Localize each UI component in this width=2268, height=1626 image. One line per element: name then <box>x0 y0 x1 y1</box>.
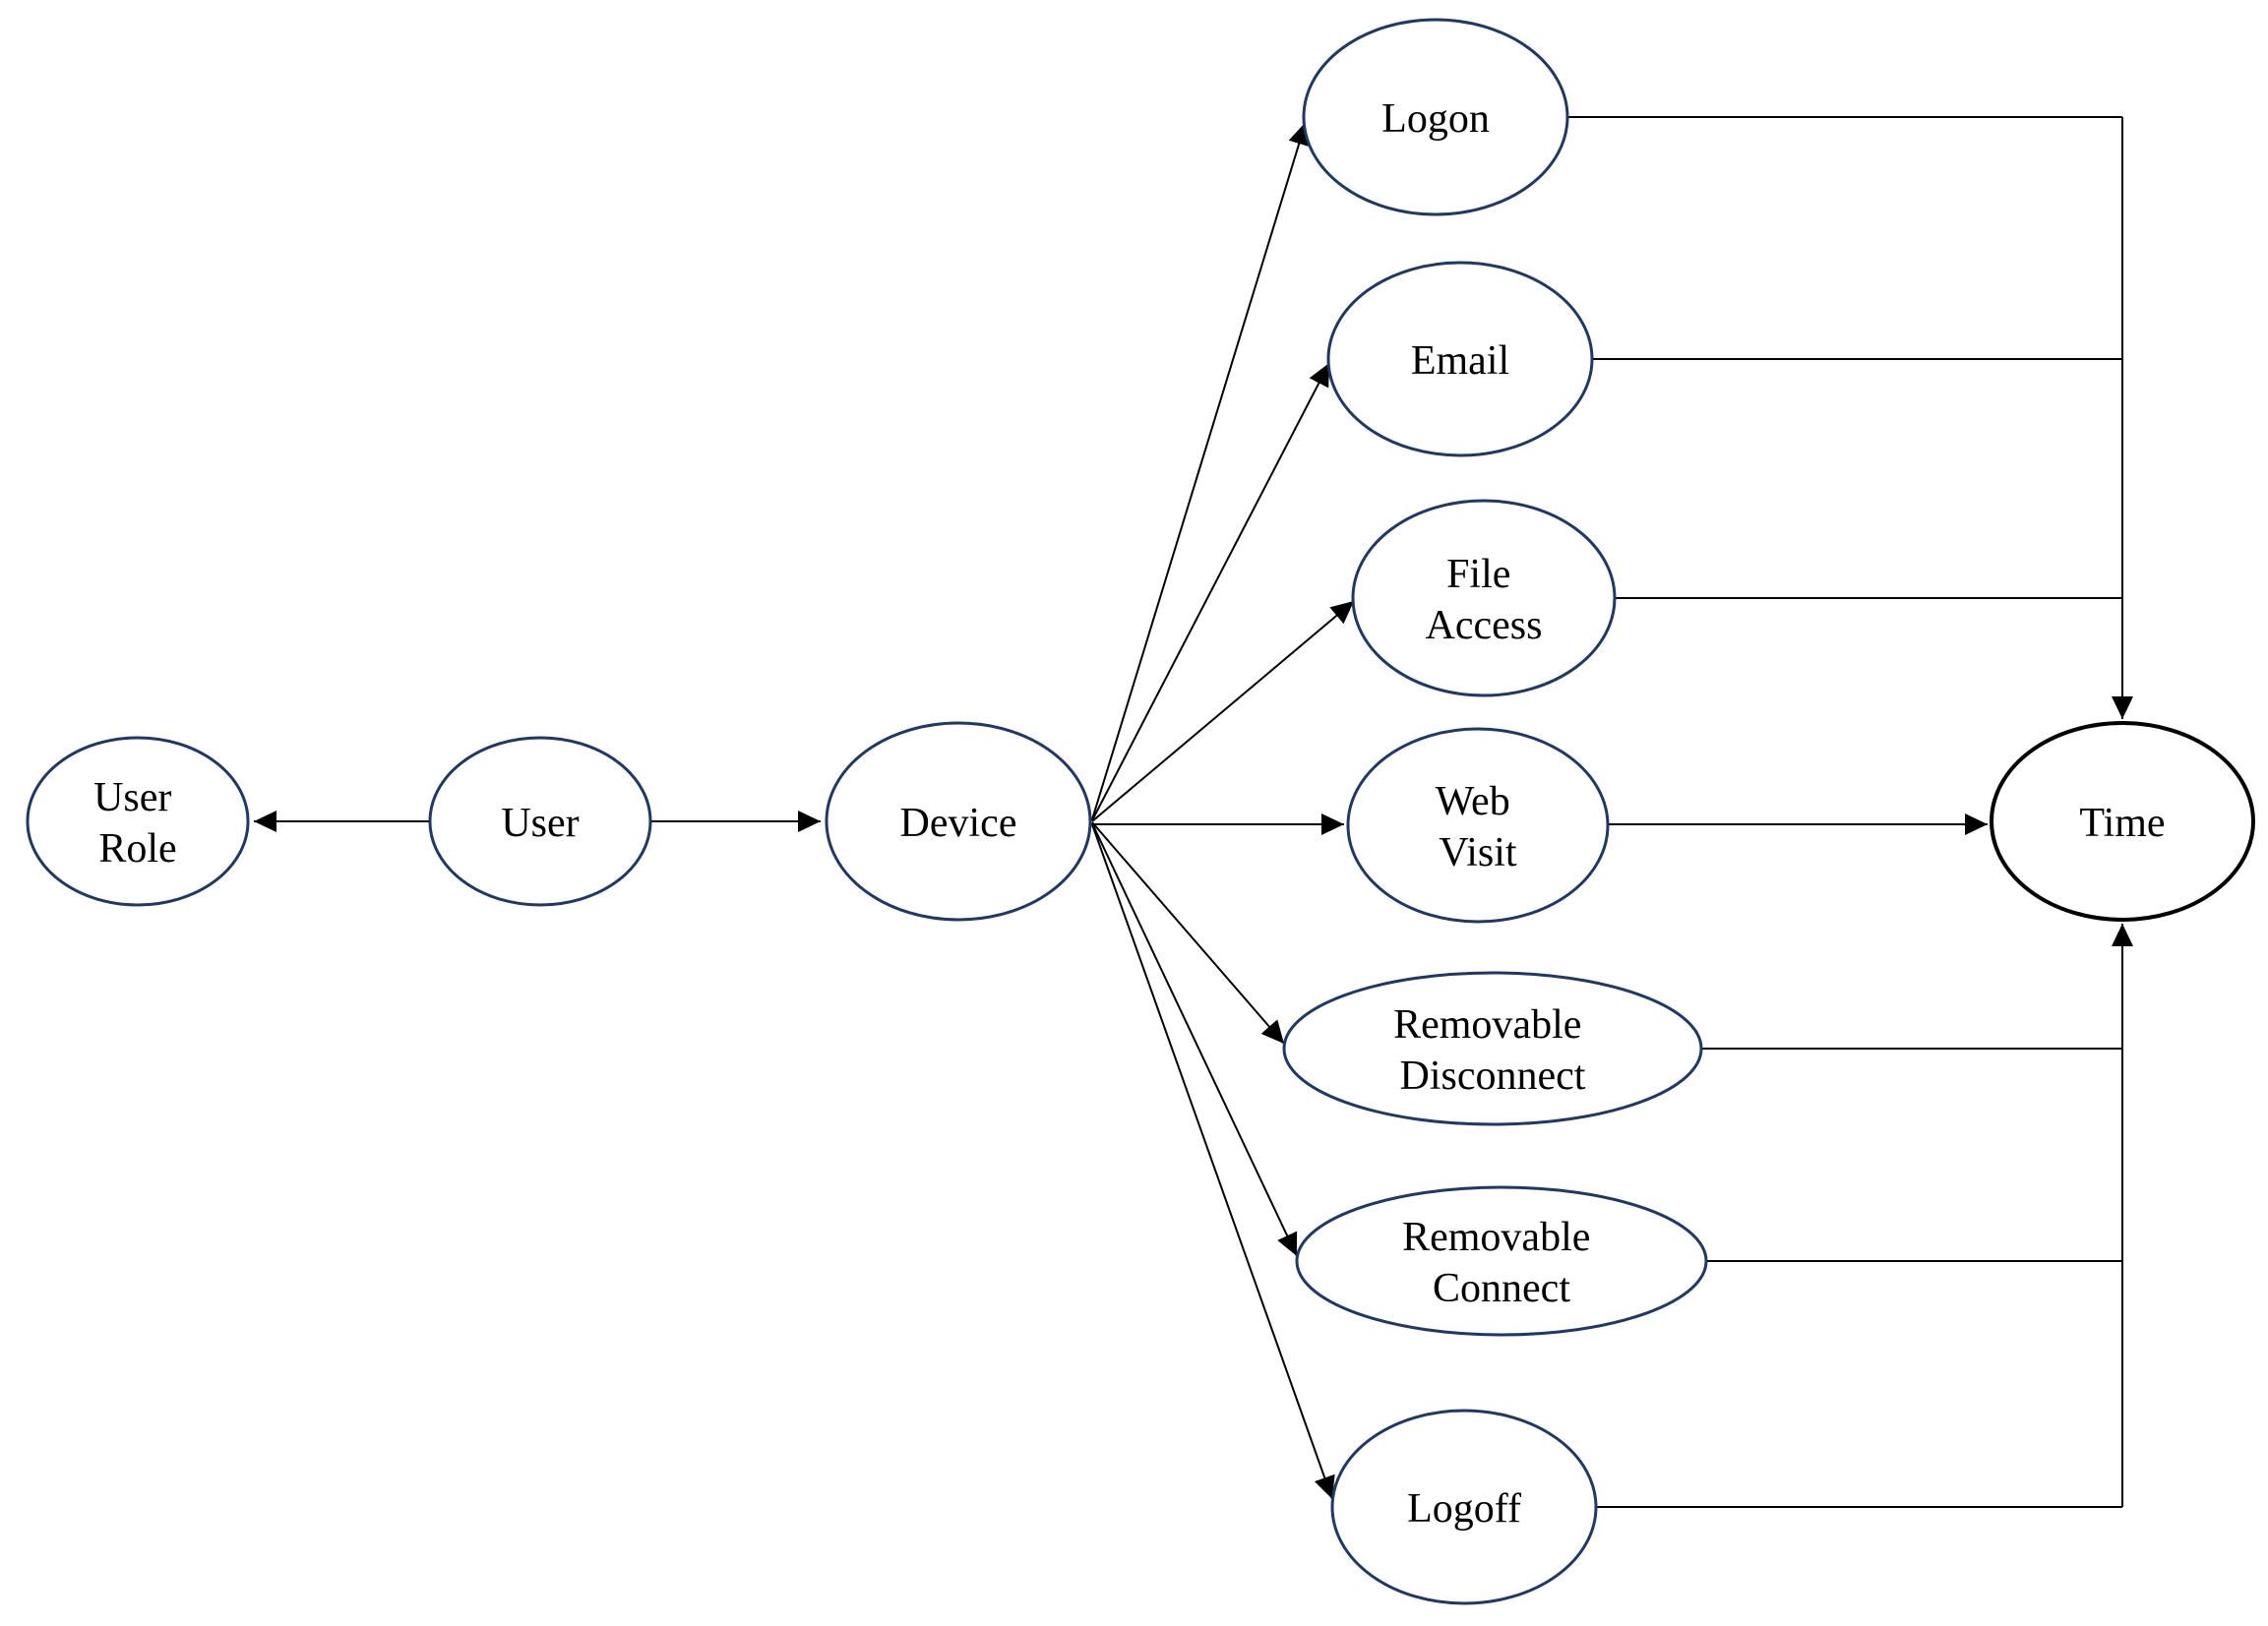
node-logoff: Logoff <box>1330 1409 1598 1605</box>
node-logon-label: Logon <box>1381 96 1490 142</box>
edge-device-to-logoff <box>1091 823 1335 1500</box>
node-logoff-label: Logoff <box>1407 1486 1521 1532</box>
node-removable-disconnect-ellipse <box>1282 971 1703 1126</box>
node-user: User <box>428 736 652 907</box>
node-file-access-label: File Access <box>1426 552 1543 648</box>
node-device-label: Device <box>900 801 1017 846</box>
node-removable-disconnect-label: Removable Disconnect <box>1393 1002 1592 1099</box>
node-time: Time <box>1990 721 2255 922</box>
node-removable-disconnect: Removable Disconnect <box>1282 971 1703 1126</box>
node-logon-ellipse <box>1302 18 1569 216</box>
node-file-access-ellipse <box>1351 499 1617 697</box>
edges <box>254 116 2133 1508</box>
edge-device-to-logon <box>1091 121 1310 820</box>
edge-device-to-file-access <box>1091 600 1355 822</box>
node-email-label: Email <box>1411 338 1509 384</box>
node-web-visit: Web Visit <box>1346 727 1610 924</box>
node-logoff-ellipse <box>1330 1409 1598 1605</box>
edge-device-to-email <box>1091 362 1330 821</box>
node-user-ellipse <box>428 736 652 907</box>
node-user-role-ellipse <box>26 736 250 907</box>
node-removable-connect-ellipse <box>1295 1185 1708 1337</box>
node-web-visit-label: Web Visit <box>1436 779 1520 875</box>
node-file-access: File Access <box>1351 499 1617 697</box>
node-web-visit-ellipse <box>1346 727 1610 924</box>
node-email: Email <box>1326 261 1594 457</box>
edge-device-to-removable-disconnect <box>1091 821 1285 1045</box>
node-device: Device <box>825 721 1092 922</box>
node-device-ellipse <box>825 721 1092 922</box>
node-removable-connect: Removable Connect <box>1295 1185 1708 1337</box>
node-removable-connect-label: Removable Connect <box>1402 1215 1601 1311</box>
node-user-role-label: User Role <box>93 775 182 872</box>
node-email-ellipse <box>1326 261 1594 457</box>
nodes: User Role User Device Logon Email File A… <box>26 18 2255 1605</box>
node-user-role: User Role <box>26 736 250 907</box>
edge-device-to-removable-connect <box>1091 822 1298 1257</box>
node-user-label: User <box>501 801 579 846</box>
node-time-ellipse <box>1990 721 2255 922</box>
node-logon: Logon <box>1302 18 1569 216</box>
node-time-label: Time <box>2079 801 2165 846</box>
